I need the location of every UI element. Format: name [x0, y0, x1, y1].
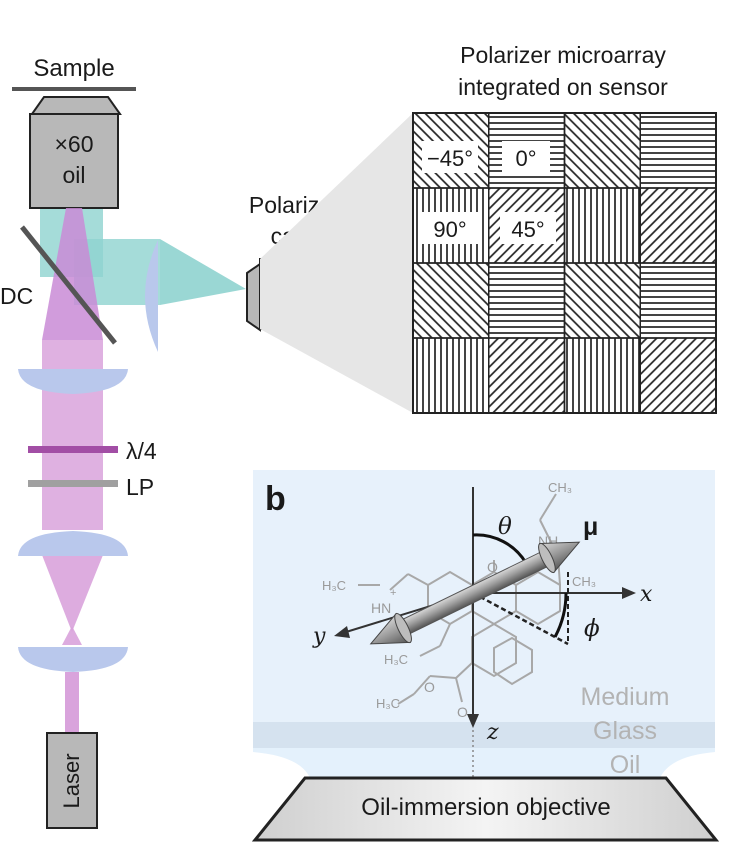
projection-inplane — [472, 591, 569, 646]
phi-label: ϕ — [584, 616, 600, 642]
x-axis-arrowhead — [622, 587, 636, 599]
objective-label: Oil-immersion objective — [361, 794, 610, 821]
excitation-focus — [42, 555, 103, 632]
layer-oil-label: Oil — [610, 751, 641, 779]
theta-label: θ — [498, 514, 512, 540]
layer-medium-label: Medium — [581, 683, 670, 711]
sensor-projection — [260, 113, 413, 413]
x-axis-label: x — [640, 582, 653, 607]
sensor-cell — [412, 262, 490, 339]
mol-hn: HN — [371, 600, 391, 616]
sensor-cell — [488, 337, 566, 414]
objective-tip — [30, 96, 122, 115]
laser-box — [46, 732, 98, 829]
phi-arc — [553, 592, 568, 638]
objective-immersion: oil — [62, 162, 85, 188]
dichroic-mirror — [20, 225, 117, 345]
relay-lens-middle — [18, 531, 128, 556]
sensor-cell — [639, 337, 717, 414]
emission-beam-horizontal — [74, 239, 160, 305]
dichroic-label: DC — [0, 283, 33, 309]
excitation-diverge — [62, 626, 82, 645]
sensor-cell — [639, 112, 717, 189]
optical-setup: Sample ×60 oil DC λ/4 LP Laser — [0, 55, 413, 829]
sensor-cell — [563, 112, 641, 189]
linear-polarizer — [28, 480, 118, 487]
mol-h3c-left: H₃C — [322, 578, 346, 593]
relay-lens-upper — [18, 369, 128, 394]
sensor-cell — [412, 337, 490, 414]
angle-label-45: 45° — [511, 217, 544, 242]
z-axis-label: z — [486, 720, 499, 745]
objective-magnification: ×60 — [54, 131, 93, 157]
y-axis-arrowhead — [334, 626, 350, 638]
sensor-outline — [412, 112, 717, 414]
sensor-cell — [563, 337, 641, 414]
sensor-cell — [639, 262, 717, 339]
sample-label: Sample — [33, 55, 114, 82]
quarter-wave-plate — [28, 446, 118, 453]
angle-label-90: 90° — [433, 217, 466, 242]
angle-box-0 — [502, 141, 550, 173]
linear-polarizer-label: LP — [126, 474, 154, 500]
angle-box-90 — [422, 212, 478, 244]
sensor-cell — [488, 262, 566, 339]
angle-box-45 — [500, 212, 556, 244]
sensor-cell — [563, 187, 641, 264]
mol-ch3-top: CH₃ — [548, 480, 572, 495]
panel-letter: b — [265, 480, 286, 518]
layer-glass-label: Glass — [593, 717, 657, 745]
laser-lens — [18, 647, 128, 672]
sensor-cell — [563, 262, 641, 339]
laser-beam — [65, 672, 79, 734]
laser-label: Laser — [59, 753, 84, 808]
excitation-beam-upper — [42, 340, 103, 530]
angle-label-0: 0° — [515, 146, 536, 171]
quarter-wave-label: λ/4 — [126, 438, 157, 464]
emission-beam-converging — [160, 239, 246, 305]
mol-h3c-ester: H₃C — [376, 696, 400, 711]
mol-o-ring: O — [487, 559, 498, 575]
mol-o1: O — [424, 679, 435, 695]
sensor-cell — [639, 187, 717, 264]
camera-lens-mount — [246, 262, 261, 332]
theta-arc — [472, 533, 528, 564]
mol-o2: O — [457, 704, 468, 720]
oil-immersion-objective — [251, 776, 720, 842]
polarizer-microarray: Polarizer microarray integrated on senso… — [412, 42, 717, 414]
sensor-cells — [412, 112, 717, 414]
objective-body — [29, 113, 119, 209]
sensor-title-line2: integrated on sensor — [458, 74, 668, 100]
sensor-title-line1: Polarizer microarray — [460, 42, 666, 68]
mol-plus: + — [390, 587, 396, 599]
panel-b-oil — [253, 748, 715, 778]
y-axis-label: y — [312, 624, 326, 649]
panel-b: b — [251, 470, 720, 842]
mu-label: μ — [583, 513, 598, 541]
angle-label-minus45: −45° — [427, 146, 473, 171]
panel-b-glass — [253, 722, 715, 748]
mol-h3c-low: H₃C — [384, 652, 408, 667]
mol-ch3-right: CH₃ — [572, 574, 596, 589]
dipole-moment-arrow — [369, 541, 581, 645]
angle-box-minus45 — [422, 141, 478, 173]
z-axis-arrowhead — [467, 714, 479, 728]
tube-lens — [145, 240, 158, 352]
